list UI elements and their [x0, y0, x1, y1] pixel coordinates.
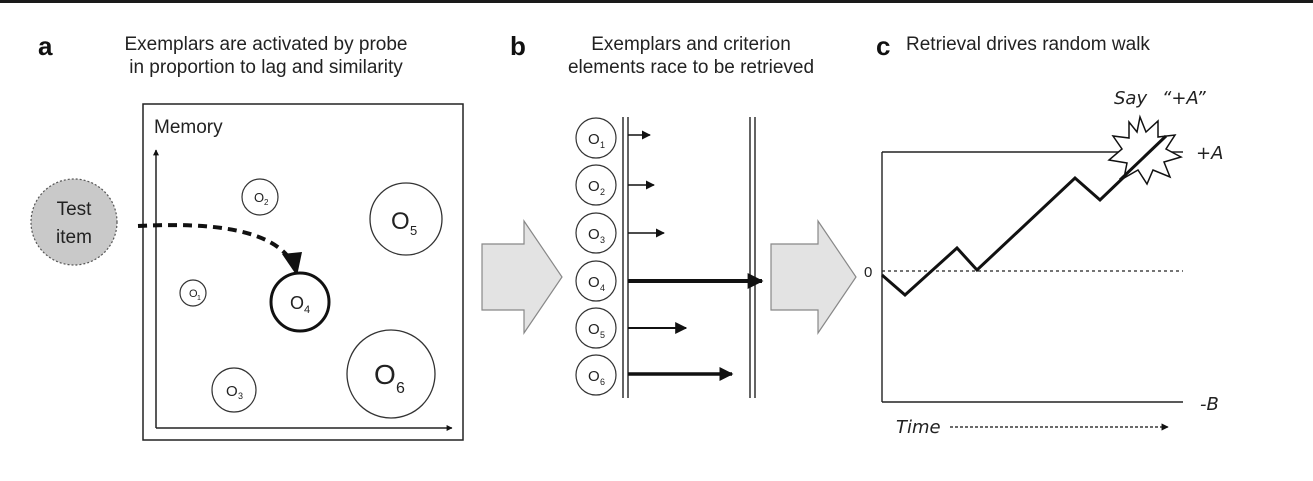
- exemplar-o2-sub: 2: [264, 198, 269, 207]
- flow-arrow-b-to-c: [770, 219, 857, 335]
- race-item-o4-sub: 4: [600, 283, 605, 293]
- test-item-label-line1: Test: [57, 199, 93, 220]
- random-walk-path: [881, 150, 1152, 298]
- test-item-label-line2: item: [56, 227, 92, 248]
- probe-arrowhead: [282, 252, 302, 276]
- memory-box: [142, 103, 464, 441]
- panel-c-title: Retrieval drives random walk: [906, 34, 1150, 55]
- exemplar-o3-sub: 3: [238, 391, 243, 401]
- race-item-o6-sub: 6: [600, 377, 605, 387]
- panel-a-letter: a: [38, 31, 53, 61]
- race-item-o3: O 3: [575, 212, 617, 254]
- time-label: Time: [896, 417, 941, 438]
- exemplar-o5: O 5: [369, 182, 443, 256]
- exemplar-o2: O 2: [241, 178, 279, 216]
- race-item-o5-letter: O: [588, 321, 600, 338]
- exemplar-o2-letter: O: [254, 190, 264, 205]
- lower-bound-label: -B: [1200, 394, 1219, 415]
- exemplar-o4-letter: O: [290, 293, 304, 313]
- race-item-o2-sub: 2: [600, 187, 605, 197]
- race-item-o3-letter: O: [588, 226, 600, 243]
- top-rule: [0, 0, 1313, 3]
- flow-arrow-a-to-b: [481, 219, 563, 335]
- panel-b-title-line1: Exemplars and criterion: [591, 34, 791, 55]
- race-item-o3-sub: 3: [600, 235, 605, 245]
- panel-b-letter: b: [510, 31, 526, 61]
- walk-final-step: [1118, 134, 1168, 182]
- race-item-o6: O 6: [575, 354, 617, 396]
- exemplar-o1: O 1: [179, 279, 207, 307]
- race-item-o1: O 1: [575, 117, 617, 159]
- race-item-o2: O 2: [575, 164, 617, 206]
- panel-a-title-line1: Exemplars are activated by probe: [124, 34, 408, 55]
- panel-b-title-line2: elements race to be retrieved: [567, 57, 815, 78]
- race-item-o1-sub: 1: [600, 140, 605, 150]
- test-item-circle: [30, 178, 118, 266]
- exemplar-o1-letter: O: [189, 288, 198, 300]
- panel-c-letter: c: [876, 31, 891, 61]
- exemplar-o5-sub: 5: [410, 223, 417, 238]
- memory-label: Memory: [154, 117, 223, 138]
- exemplar-o3-letter: O: [226, 383, 238, 400]
- exemplar-o6-letter: O: [374, 359, 396, 390]
- race-item-o4-letter: O: [588, 274, 600, 291]
- probe-arrow: [137, 223, 294, 264]
- panel-b-title: Exemplars and criterion elements race to…: [536, 33, 846, 79]
- panel-a-title-line2: in proportion to lag and similarity: [129, 57, 403, 78]
- race-item-o5-sub: 5: [600, 330, 605, 340]
- race-item-o2-letter: O: [588, 178, 600, 195]
- panel-a-title: Exemplars are activated by probe in prop…: [66, 33, 466, 79]
- decision-burst-icon: [1107, 114, 1183, 186]
- exemplar-o4: O 4: [269, 271, 331, 333]
- race-item-o1-letter: O: [588, 131, 600, 148]
- exemplar-o4-sub: 4: [304, 304, 310, 316]
- race-item-o4: O 4: [575, 260, 617, 302]
- race-item-o6-letter: O: [588, 368, 600, 385]
- start-label: 0: [864, 264, 872, 281]
- exemplar-o3: O 3: [211, 367, 257, 413]
- say-label: Say: [1114, 88, 1147, 109]
- say-response: “+A”: [1162, 88, 1206, 109]
- exemplar-o1-sub: 1: [197, 295, 201, 302]
- exemplar-o6-sub: 6: [396, 380, 405, 397]
- race-item-o5: O 5: [575, 307, 617, 349]
- exemplar-o6: O 6: [346, 329, 436, 419]
- exemplar-o5-letter: O: [391, 208, 410, 235]
- upper-bound-label: +A: [1196, 143, 1223, 164]
